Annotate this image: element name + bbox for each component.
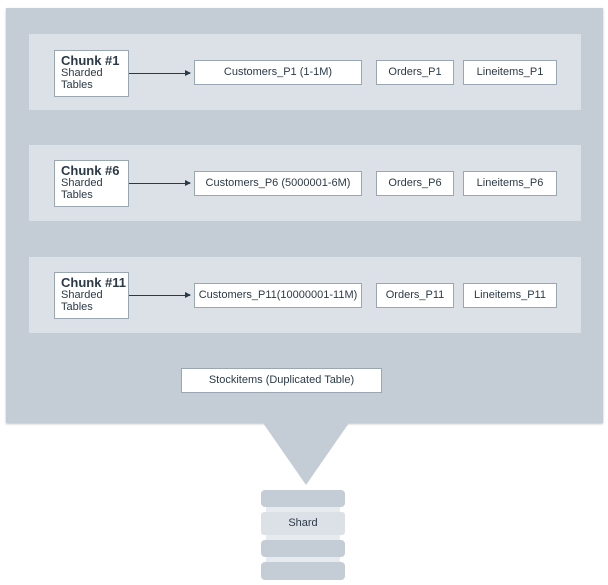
- orders-partition-box: Orders_P1: [376, 60, 454, 85]
- disk-gap: [266, 557, 340, 562]
- chunk-label-box-11: Chunk #11 Sharded Tables: [54, 272, 129, 319]
- funnel-connector: [263, 423, 349, 485]
- lineitems-partition-box: Lineitems_P1: [463, 60, 557, 85]
- customers-partition-box: Customers_P11(10000001-11M): [194, 283, 362, 308]
- chunk-subtitle-line2: Tables: [61, 79, 93, 91]
- chunk-subtitle-line2: Tables: [61, 189, 93, 201]
- shard-label: Shard: [261, 512, 345, 535]
- chunk-arrow-1: [129, 70, 191, 76]
- chunk-subtitle-line1: Sharded: [61, 67, 103, 79]
- chunk-title: Chunk #1: [61, 53, 120, 68]
- disk-segment: [261, 562, 345, 580]
- disk-gap: [266, 535, 340, 540]
- chunk-subtitle-line1: Sharded: [61, 289, 103, 301]
- chunk-subtitle-line1: Sharded: [61, 177, 103, 189]
- customers-partition-box: Customers_P6 (5000001-6M): [194, 171, 362, 196]
- disk-gap: [266, 507, 340, 512]
- disk-segment: [261, 490, 345, 507]
- chunk-label-box-6: Chunk #6 Sharded Tables: [54, 160, 129, 207]
- chunk-arrow-11: [129, 292, 191, 298]
- chunk-title: Chunk #11: [61, 275, 127, 290]
- chunk-arrow-6: [129, 180, 191, 186]
- orders-partition-box: Orders_P6: [376, 171, 454, 196]
- lineitems-partition-box: Lineitems_P11: [463, 283, 557, 308]
- disk-segment: [261, 540, 345, 557]
- chunk-title: Chunk #6: [61, 163, 120, 178]
- orders-partition-box: Orders_P11: [376, 283, 454, 308]
- lineitems-partition-box: Lineitems_P6: [463, 171, 557, 196]
- duplicated-table-box: Stockitems (Duplicated Table): [181, 368, 382, 393]
- chunk-subtitle-line2: Tables: [61, 301, 93, 313]
- chunk-label-box-1: Chunk #1 Sharded Tables: [54, 50, 129, 97]
- customers-partition-box: Customers_P1 (1-1M): [194, 60, 362, 85]
